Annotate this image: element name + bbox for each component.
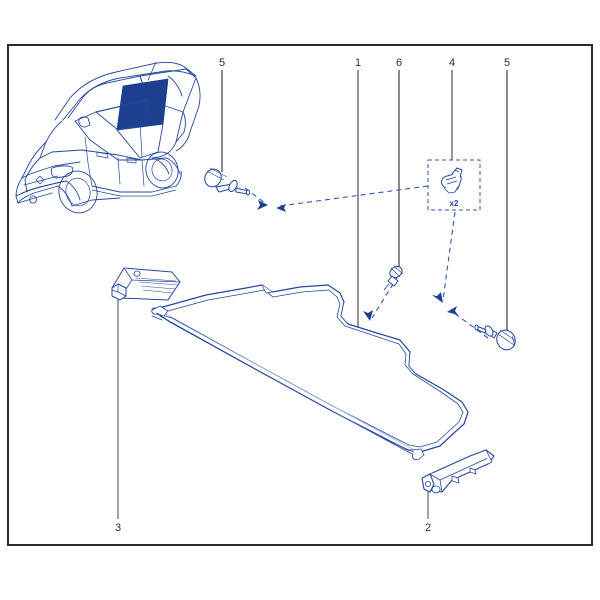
callout-labels: 5 1 6 4 5 3 2 <box>115 57 510 534</box>
callout-label-5-right: 5 <box>504 57 510 69</box>
diagram-frame-border <box>7 44 593 546</box>
callout-label-2: 2 <box>425 522 431 534</box>
sunroof-highlight-region <box>116 78 169 131</box>
vehicle-illustration <box>15 61 201 214</box>
callout-leader-lines <box>117 70 508 519</box>
assembly-arrowheads <box>257 200 458 321</box>
arrowhead-a <box>257 200 268 210</box>
part-rear-guide-rail-bracket <box>421 449 495 494</box>
part-screw <box>383 265 404 291</box>
callout-label-6: 6 <box>396 57 402 69</box>
arrowhead-d <box>363 310 373 321</box>
part-sunblind-frame-assembly <box>151 284 469 461</box>
arrowhead-e <box>447 306 458 315</box>
callout-label-3: 3 <box>115 522 121 534</box>
clip-quantity-label: x2 <box>450 199 459 208</box>
callout-label-4: 4 <box>449 57 455 69</box>
dash-clip-to-frame-right <box>442 211 456 301</box>
callout-label-5-left: 5 <box>219 57 225 69</box>
callout-label-1: 1 <box>355 57 361 69</box>
part-front-handle-rail <box>111 267 181 301</box>
dash-clip-to-frame-left <box>279 185 429 207</box>
dash-5-right-to-frame <box>449 309 489 339</box>
arrowhead-c <box>432 292 443 303</box>
part-retaining-clip-group: x2 <box>427 159 481 211</box>
part-plug-fastener-right <box>474 324 517 351</box>
part-plug-fastener-left <box>204 167 251 196</box>
arrowhead-b <box>276 204 286 212</box>
